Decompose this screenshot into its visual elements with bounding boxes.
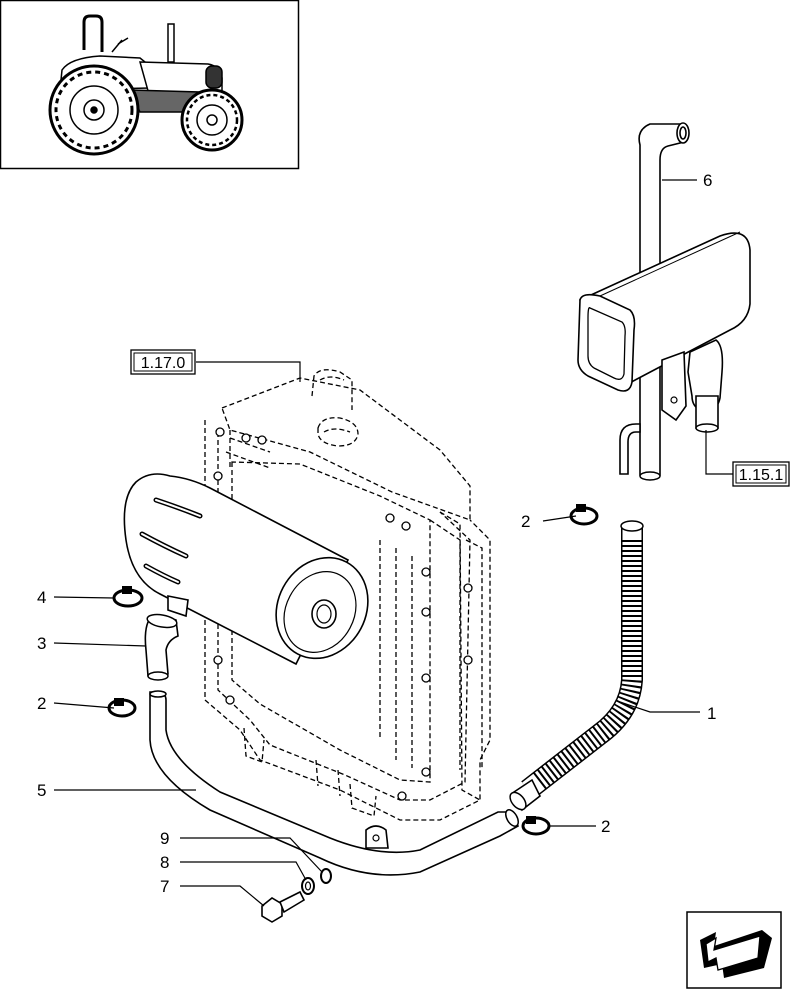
- leader-lines: [53, 179, 733, 907]
- lock-washer: [320, 868, 332, 884]
- reference-box-2[interactable]: 1.15.1: [732, 461, 790, 487]
- callout-2: 2: [601, 817, 610, 836]
- washer: [301, 877, 315, 895]
- exhaust-silencer: [577, 122, 751, 481]
- hose-elbow: [144, 613, 179, 681]
- callout-2: 2: [521, 512, 530, 531]
- arrow-icon[interactable]: [686, 911, 782, 989]
- hose-clamp-3: [521, 816, 551, 836]
- callout-3: 3: [37, 634, 46, 653]
- bolt: [261, 890, 306, 923]
- hose-clamp-1: [569, 504, 599, 526]
- callout-1: 1: [707, 704, 716, 723]
- callout-8: 8: [160, 853, 169, 872]
- callout-6: 6: [703, 171, 712, 190]
- radiator-outline: [204, 369, 491, 821]
- tractor-icon: [48, 14, 244, 156]
- callout-4: 4: [37, 588, 46, 607]
- reference-label: 1.17.0: [141, 355, 186, 372]
- hose-clamp-2: [107, 698, 137, 718]
- air-cleaner: [123, 473, 369, 666]
- callout-5: 5: [37, 781, 46, 800]
- corrugated-hose: [509, 520, 644, 812]
- callout-7: 7: [160, 877, 169, 896]
- callout-2: 2: [37, 694, 46, 713]
- reference-label: 1.15.1: [739, 467, 784, 484]
- lower-hose: [149, 690, 520, 876]
- hose-clamp: [112, 586, 144, 608]
- callout-9: 9: [160, 829, 169, 848]
- reference-box-1[interactable]: 1.17.0: [130, 349, 196, 375]
